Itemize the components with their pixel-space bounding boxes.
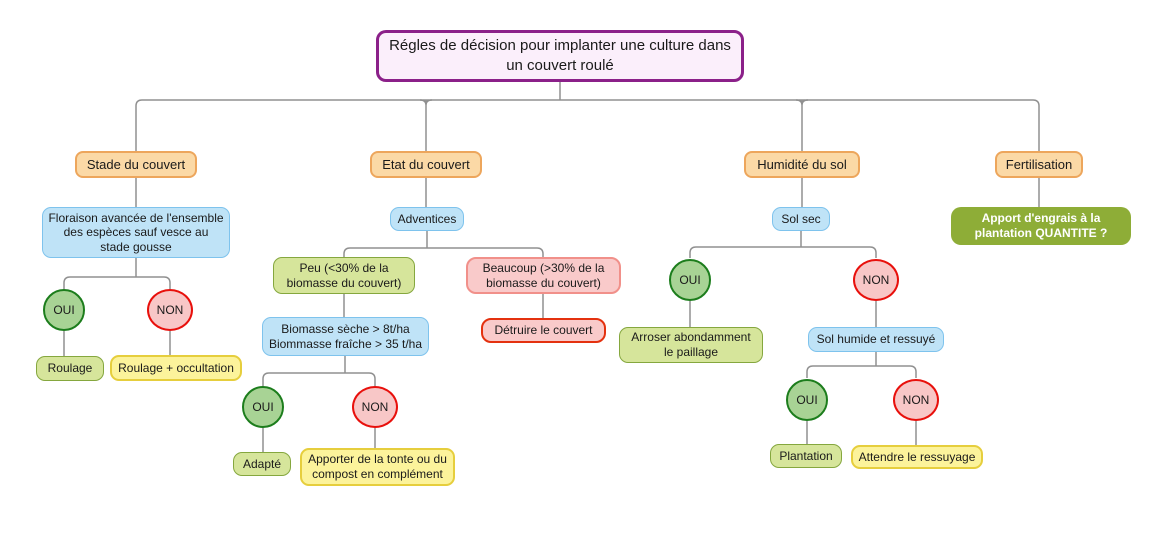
node-plantation: Plantation xyxy=(770,444,842,468)
node-beaucoup-adventices: Beaucoup (>30% de la biomasse du couvert… xyxy=(466,257,621,294)
node-adventices: Adventices xyxy=(390,207,464,231)
decision-non-biomasse: NON xyxy=(352,386,398,428)
node-peu-adventices: Peu (<30% de la biomasse du couvert) xyxy=(273,257,415,294)
node-stade-du-couvert: Stade du couvert xyxy=(75,151,197,178)
decision-oui-stade: OUI xyxy=(43,289,85,331)
node-etat-du-couvert: Etat du couvert xyxy=(370,151,482,178)
decision-oui-biomasse: OUI xyxy=(242,386,284,428)
node-roulage-occultation: Roulage + occultation xyxy=(110,355,242,381)
node-adapte: Adapté xyxy=(233,452,291,476)
node-biomasse-condition: Biomasse sèche > 8t/ha Biommasse fraîche… xyxy=(262,317,429,356)
decision-non-sol-humide: NON xyxy=(893,379,939,421)
decision-oui-sol-humide: OUI xyxy=(786,379,828,421)
node-humidite-du-sol: Humidité du sol xyxy=(744,151,860,178)
title-box: Régles de décision pour implanter une cu… xyxy=(376,30,744,82)
node-detruire-couvert: Détruire le couvert xyxy=(481,318,606,343)
node-attendre-ressuyage: Attendre le ressuyage xyxy=(851,445,983,469)
node-sol-sec: Sol sec xyxy=(772,207,830,231)
decision-oui-sol-sec: OUI xyxy=(669,259,711,301)
node-apport-engrais: Apport d'engrais à la plantation QUANTIT… xyxy=(951,207,1131,245)
node-sol-humide: Sol humide et ressuyé xyxy=(808,327,944,352)
decision-non-sol-sec: NON xyxy=(853,259,899,301)
node-roulage: Roulage xyxy=(36,356,104,381)
node-floraison-condition: Floraison avancée de l'ensemble des espè… xyxy=(42,207,230,258)
node-apporter-tonte: Apporter de la tonte ou du compost en co… xyxy=(300,448,455,486)
node-fertilisation: Fertilisation xyxy=(995,151,1083,178)
decision-non-stade: NON xyxy=(147,289,193,331)
node-arroser-paillage: Arroser abondamment le paillage xyxy=(619,327,763,363)
